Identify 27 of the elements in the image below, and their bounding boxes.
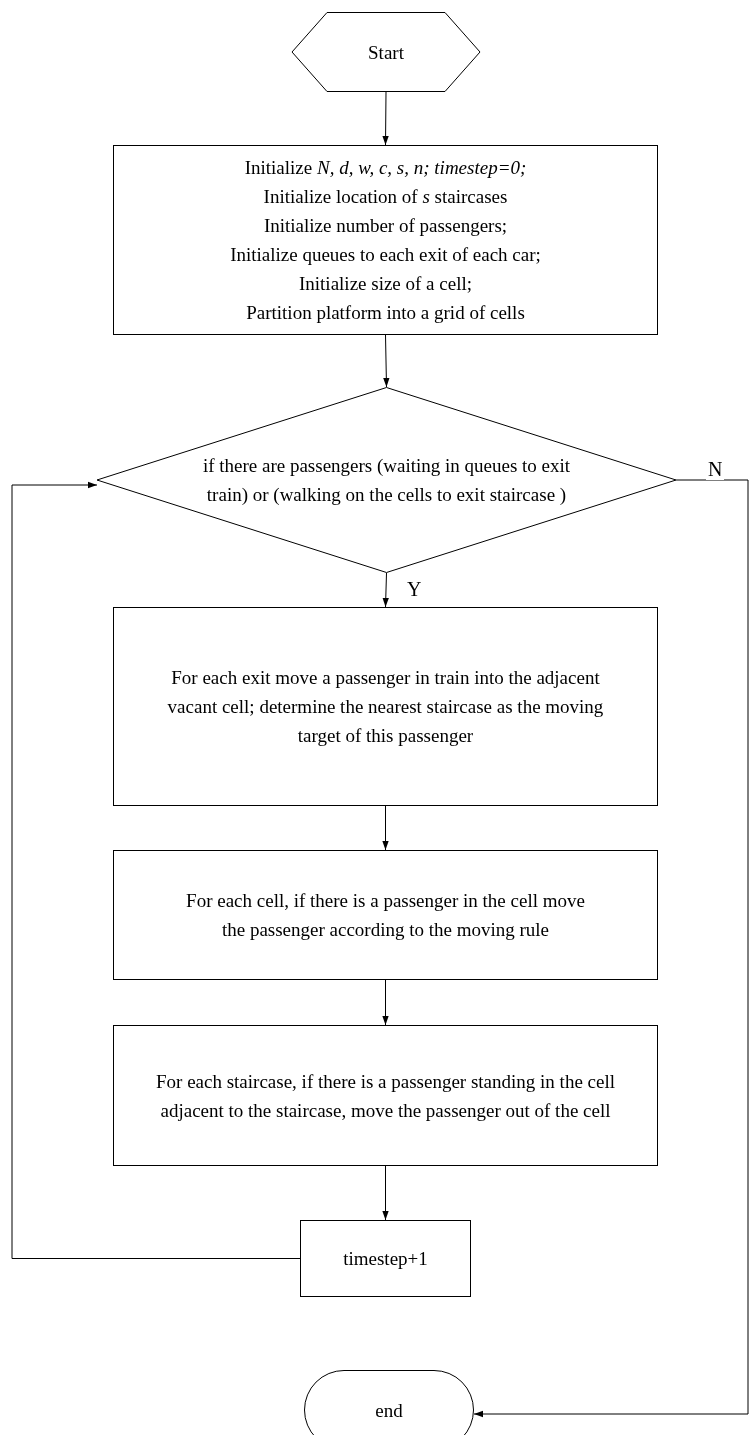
- arrow: [11, 481, 301, 1259]
- process-box: [113, 850, 658, 980]
- node-text: Initialize size of a cell;: [299, 272, 472, 296]
- arrow: [382, 1165, 389, 1221]
- node-text: Initialize N, d, w, c, s, n; timestep=0;: [244, 156, 527, 180]
- node-text: timestep+1: [343, 1247, 428, 1271]
- arrow: [382, 572, 389, 608]
- node-text: Initialize location of s staircases: [263, 185, 508, 209]
- node-text: Initialize queues to each exit of each car;: [230, 243, 541, 267]
- process-box: [113, 145, 658, 335]
- arrow: [473, 479, 749, 1418]
- node-text: For each cell, if there is a passenger in the cell move the passenger according to the moving rule: [186, 889, 585, 942]
- node-text: end: [375, 1398, 403, 1423]
- process-box: [113, 607, 658, 806]
- node-text: Start: [368, 40, 404, 65]
- node-text: if there are passengers (waiting in queues to exit train) or (walking on the cells to exit staircase ): [201, 454, 572, 507]
- arrow: [382, 805, 389, 851]
- arrow: [382, 979, 389, 1026]
- node-text: For each staircase, if there is a passenger standing in the cell adjacent to the staircase, move the passenger out of the cell: [155, 1069, 616, 1123]
- process-box: [113, 1025, 658, 1166]
- node-text: Partition platform into a grid of cells: [246, 301, 525, 325]
- end-terminal: [304, 1370, 474, 1435]
- node-text: For each exit move a passenger in train into the adjacent vacant cell; determine the nearest staircase as the moving target of this passenger: [166, 666, 605, 748]
- arrow: [382, 91, 389, 146]
- process-box: [300, 1220, 471, 1297]
- node-text: Initialize number of passengers;: [263, 214, 508, 238]
- arrow: [383, 334, 390, 388]
